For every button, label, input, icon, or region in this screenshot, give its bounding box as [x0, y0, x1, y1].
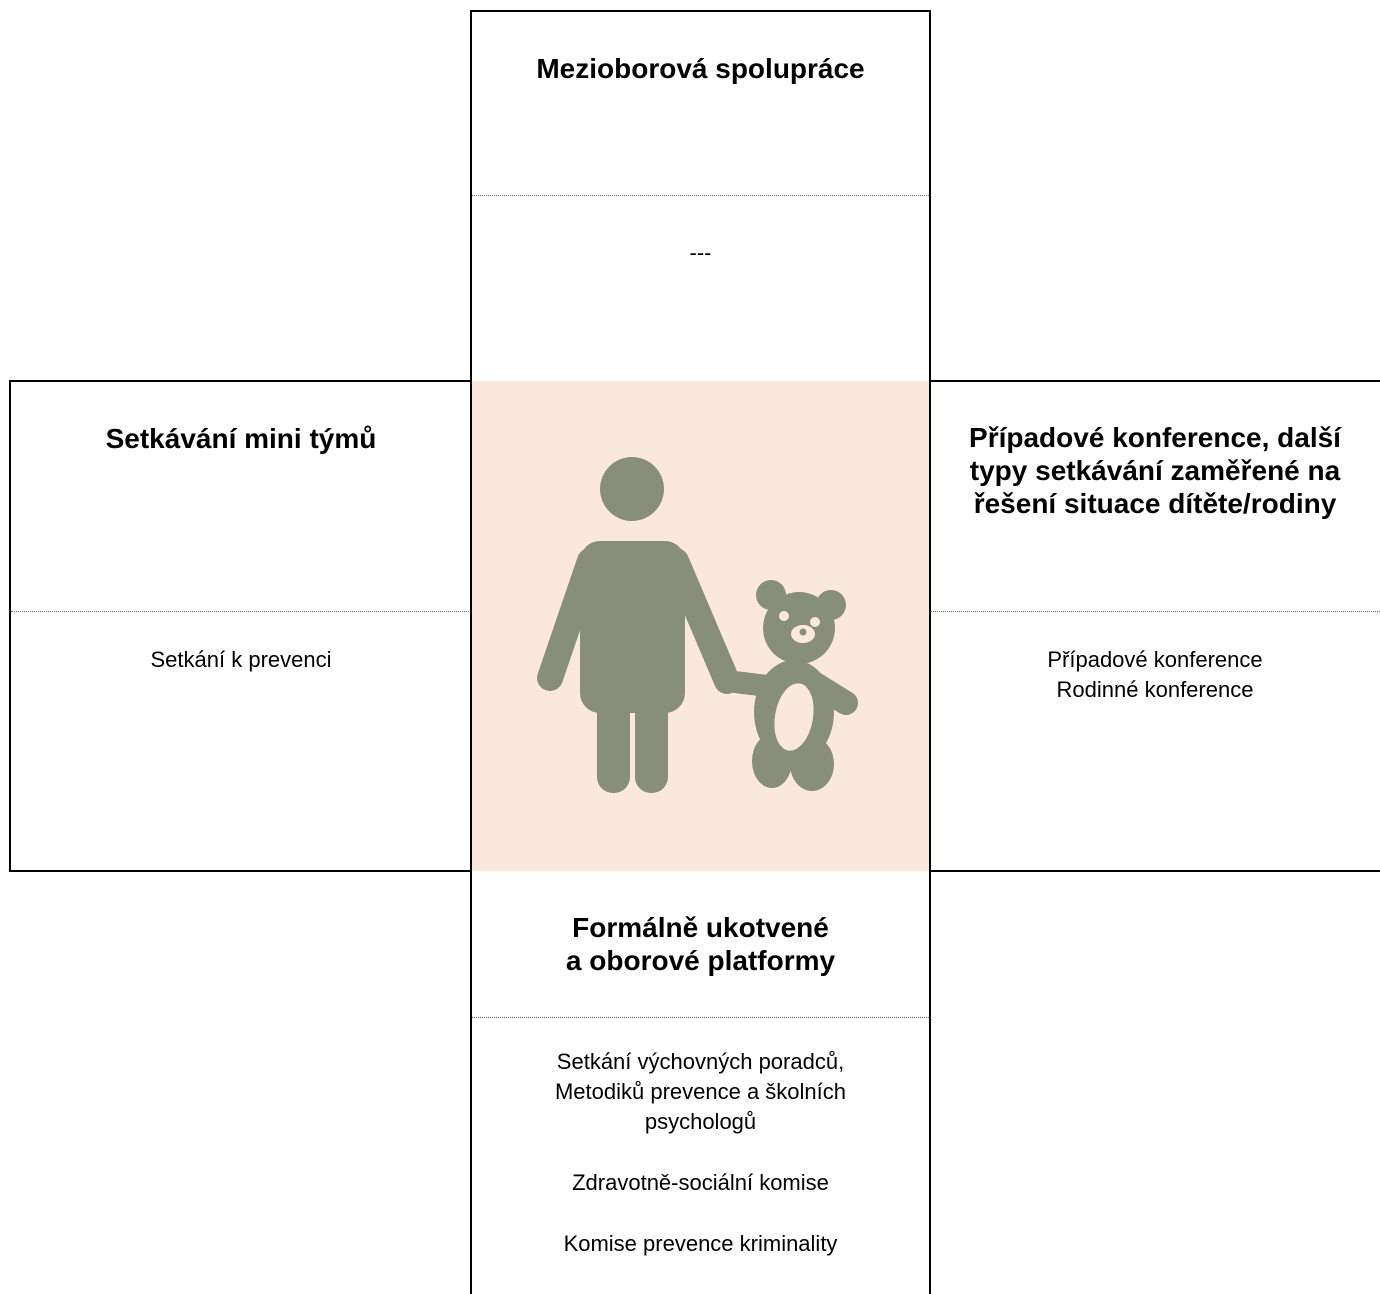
panel-top-item: ---: [689, 240, 712, 265]
panel-left: Setkávání mini týmů Setkání k prevenci: [9, 380, 471, 872]
panel-bottom-item: Komise prevence kriminality: [563, 1231, 838, 1256]
panel-left-divider: [11, 611, 471, 612]
panel-top-heading: Mezioborová spolupráce: [536, 53, 865, 84]
panel-left-item: Setkání k prevenci: [150, 647, 332, 672]
panel-right-item: Rodinné konference: [1056, 677, 1254, 702]
panel-right-body: Případové konference Rodinné konference: [930, 645, 1380, 705]
panel-bottom-body: Setkání výchovných poradců, Metodiků pre…: [472, 1047, 929, 1259]
panel-bottom-item: Zdravotně-sociální komise: [572, 1170, 829, 1195]
panel-right: Případové konference, další typy setkává…: [930, 380, 1380, 872]
panel-top-body: ---: [472, 238, 929, 268]
panel-left-body: Setkání k prevenci: [11, 645, 471, 675]
panel-bottom: Formálně ukotvené a oborové platformy Se…: [470, 871, 931, 1294]
panel-top-divider: [472, 195, 929, 196]
panel-bottom-item: Setkání výchovných poradců, Metodiků pre…: [554, 1049, 847, 1134]
panel-right-heading: Případové konference, další typy setkává…: [969, 422, 1341, 519]
adult-with-teddy-bear-icon: [537, 457, 858, 793]
panel-right-item: Případové konference: [1047, 647, 1263, 672]
panel-bottom-divider: [472, 1017, 929, 1018]
panel-top: Mezioborová spolupráce ---: [470, 10, 931, 381]
panel-bottom-heading: Formálně ukotvené a oborové platformy: [565, 912, 836, 976]
center-panel: [470, 381, 931, 871]
panel-right-divider: [930, 611, 1380, 612]
panel-left-heading: Setkávání mini týmů: [105, 423, 377, 454]
